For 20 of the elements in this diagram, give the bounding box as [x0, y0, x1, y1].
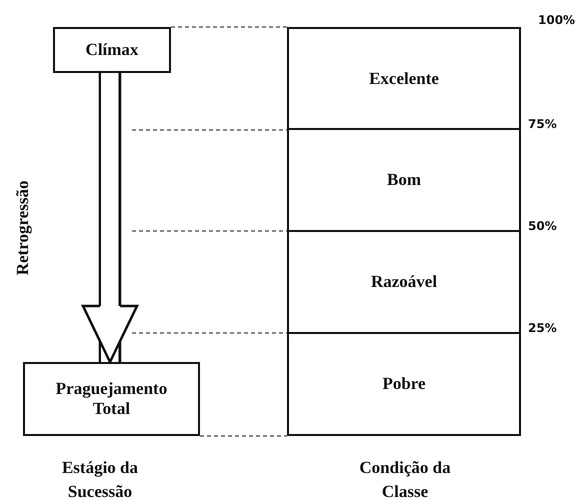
class-band — [287, 128, 521, 232]
node-label: Clímax — [86, 40, 138, 60]
node-label: Razoável — [370, 272, 438, 292]
axis-label: Retrogressão — [12, 180, 34, 278]
percent-label: 75% — [528, 116, 558, 133]
stage-box — [23, 362, 200, 436]
node-label: Bom — [387, 170, 421, 190]
class-band — [287, 230, 521, 334]
node-label: Praguejamento Total — [54, 379, 168, 419]
node-label: Pobre — [382, 374, 426, 394]
percent-label: 50% — [528, 218, 558, 235]
percent-label: 25% — [528, 320, 558, 337]
column-caption: Condição da Classe — [358, 457, 452, 503]
percent-label: 100% — [538, 12, 576, 29]
node-label: Excelente — [369, 68, 439, 88]
stage-box — [53, 27, 171, 73]
class-band — [287, 27, 521, 130]
dashed-line — [170, 26, 288, 28]
class-band — [287, 332, 521, 436]
column-caption: Estágio da Sucessão — [60, 457, 140, 503]
